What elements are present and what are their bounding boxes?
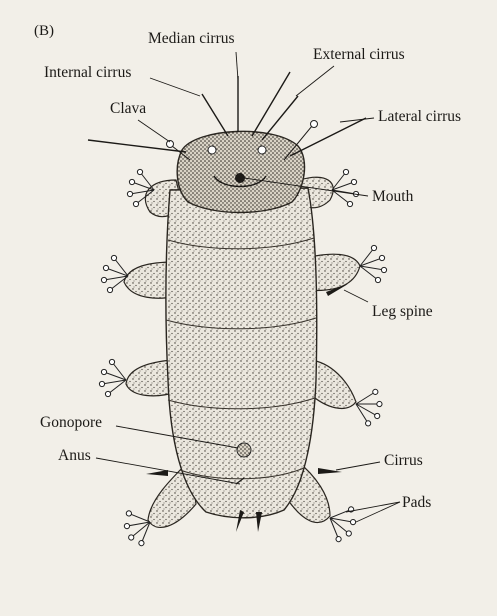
label-mouth: Mouth [372,188,414,205]
label-leg-spine: Leg spine [372,303,433,320]
label-lateral-cirrus: Lateral cirrus [378,108,462,125]
label-internal-cirrus: Internal cirrus [44,64,132,81]
label-gonopore: Gonopore [40,414,102,431]
label-external-cirrus: External cirrus [313,46,405,63]
panel-label: (B) [34,23,54,39]
leader-lines [95,51,401,523]
label-pads: Pads [402,494,432,511]
label-clava: Clava [110,100,147,117]
label-median-cirrus: Median cirrus [148,30,235,47]
label-anus: Anus [58,447,91,464]
tardigrade-body [87,71,389,551]
label-cirrus: Cirrus [384,452,423,469]
